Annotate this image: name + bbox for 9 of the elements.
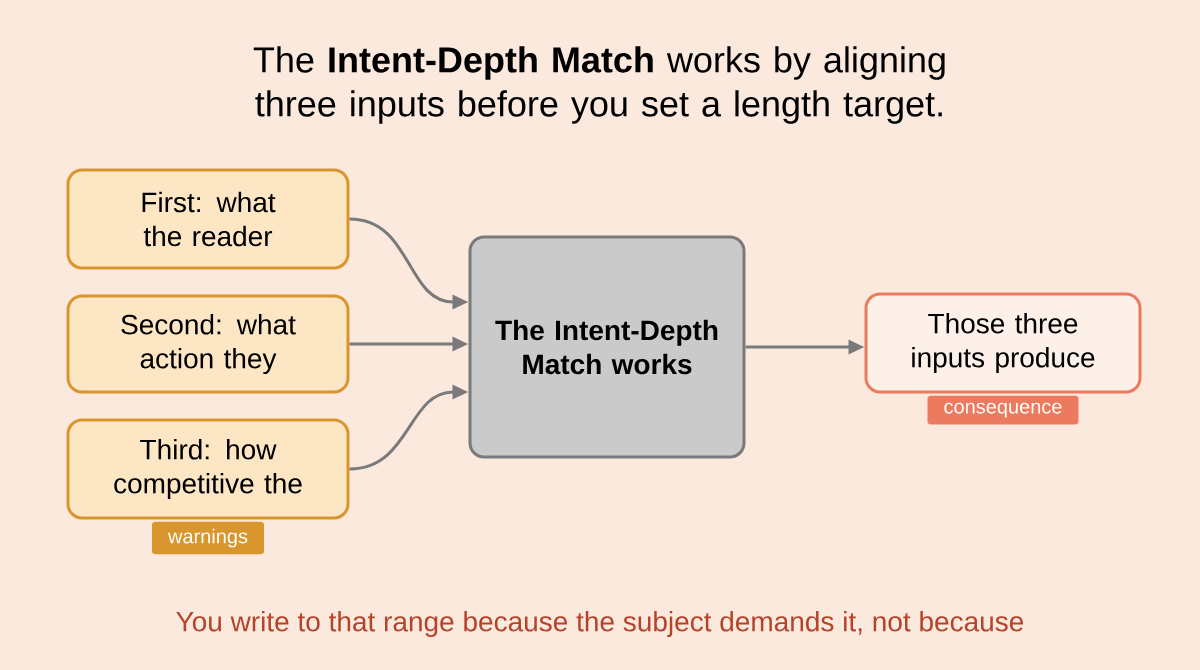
output-box: Those three inputs produce: [864, 292, 1142, 394]
caption: You write to that range because the subject demands it, not because: [176, 610, 1024, 638]
title: The Intent-Depth Match works by aligning three inputs before you set a length target.: [253, 46, 945, 124]
input-box: Second: what action they: [66, 294, 350, 394]
input-box: First: what the reader: [66, 168, 350, 270]
tag-badge: consequence: [927, 395, 1079, 425]
input-box: Third: how competitive the: [66, 418, 350, 520]
tag-badge: warnings: [152, 521, 264, 555]
process-box: The Intent-Depth Match works: [468, 235, 746, 459]
